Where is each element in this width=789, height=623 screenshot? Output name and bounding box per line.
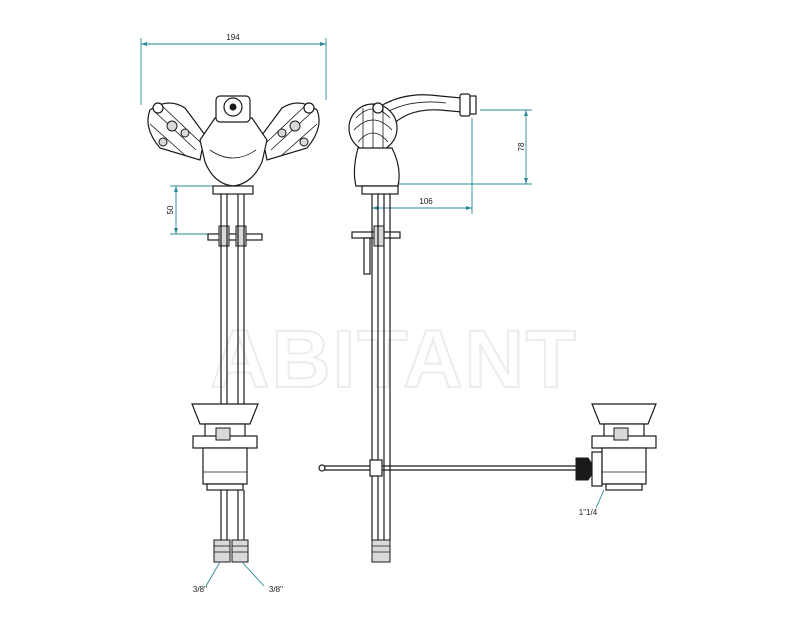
side-body (353, 147, 400, 195)
dimension-deck-height: 50 (166, 185, 215, 235)
pull-rod (318, 451, 603, 487)
inlet-left-label: 3/8'' (193, 585, 208, 594)
left-handle (147, 102, 206, 161)
dimension-width: 194 (140, 33, 327, 105)
side-deck (351, 194, 401, 540)
watermark-text: ABITANT (210, 314, 578, 405)
inlet-right-label: 3/8'' (269, 585, 284, 594)
waste-thread-callout: 1"1/4 (579, 489, 605, 517)
side-handle (348, 102, 398, 153)
waste-assembly-side (591, 403, 657, 491)
side-view: 78 106 (318, 93, 657, 563)
front-view: 194 50 (140, 33, 327, 594)
dimension-spout-height: 78 (395, 109, 532, 185)
dimension-deck-height-label: 50 (166, 205, 175, 214)
dimension-spout-reach-label: 106 (419, 197, 433, 206)
deck-mount (207, 185, 263, 410)
inlet-pipes-front (213, 490, 249, 563)
inlet-labels: 3/8'' 3/8'' (193, 561, 284, 594)
dimension-spout-height-label: 78 (517, 142, 526, 151)
right-handle (261, 102, 320, 161)
waste-thread-label: 1"1/4 (579, 508, 598, 517)
side-connectors (371, 539, 391, 563)
mixer-body (199, 95, 268, 187)
waste-assembly-front (191, 403, 259, 491)
dimension-width-label: 194 (226, 33, 240, 42)
